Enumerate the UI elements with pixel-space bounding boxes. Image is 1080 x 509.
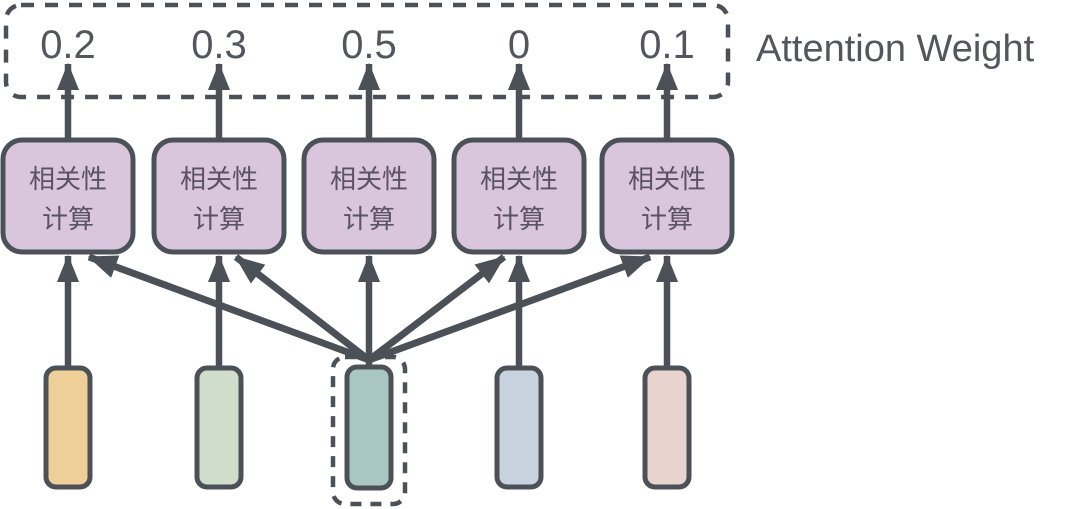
weight-value: 0.5 — [341, 23, 397, 67]
relevance-box: 相关性 计算 — [151, 137, 287, 255]
relevance-box: 相关性 计算 — [0, 137, 136, 255]
relevance-box-label-line2: 计算 — [493, 204, 545, 234]
query-fan-arrow — [366, 254, 507, 363]
relevance-box-label-line2: 计算 — [193, 204, 245, 234]
weight-value: 0.2 — [40, 23, 96, 67]
query-fan-arrow — [87, 253, 371, 364]
query-fan-arrow — [367, 253, 652, 364]
relevance-box-bg — [0, 137, 136, 255]
query-highlight-outline — [330, 354, 408, 507]
weight-value: 0.3 — [191, 23, 247, 67]
token-bar — [194, 365, 244, 490]
query-fan-arrow — [233, 254, 372, 363]
relevance-box-bg — [301, 137, 437, 255]
relevance-box: 相关性 计算 — [301, 137, 437, 255]
token-bar — [642, 365, 692, 490]
relevance-box-label-line1: 相关性 — [29, 164, 107, 194]
relevance-box-bg — [451, 137, 587, 255]
token-bar — [43, 365, 93, 490]
relevance-box-label-line2: 计算 — [343, 204, 395, 234]
weight-value: 0.1 — [639, 23, 695, 67]
relevance-box-label-line1: 相关性 — [330, 164, 408, 194]
relevance-box-label-line2: 计算 — [42, 204, 94, 234]
relevance-box-label-line1: 相关性 — [180, 164, 258, 194]
relevance-box: 相关性 计算 — [599, 137, 735, 255]
attention-weight-label: Attention Weight — [756, 28, 1035, 70]
relevance-box-label-line1: 相关性 — [628, 164, 706, 194]
relevance-box-label-line1: 相关性 — [480, 164, 558, 194]
weight-value: 0 — [508, 23, 530, 67]
attention-weight-panel — [3, 2, 731, 100]
relevance-box-label-line2: 计算 — [641, 204, 693, 234]
token-bar — [344, 364, 394, 491]
token-bar — [494, 365, 544, 490]
relevance-box-bg — [151, 137, 287, 255]
relevance-box: 相关性 计算 — [451, 137, 587, 255]
relevance-box-bg — [599, 137, 735, 255]
